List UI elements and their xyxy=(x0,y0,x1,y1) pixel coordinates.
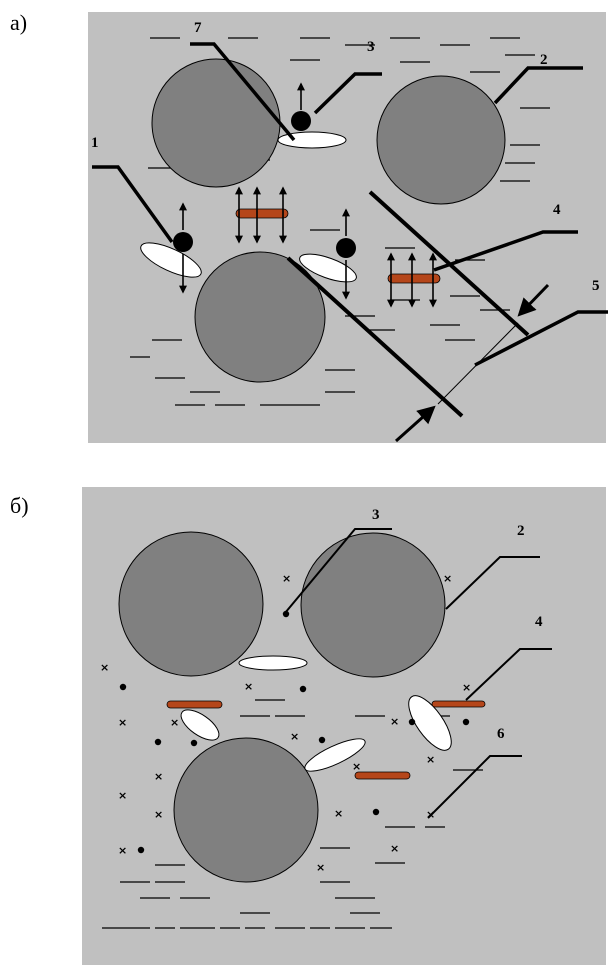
panel-a-callout-4: 4 xyxy=(553,202,561,218)
panel-b-callout-6: 6 xyxy=(497,726,505,742)
svg-text:×: × xyxy=(118,844,127,857)
panel-a-grain-bottom xyxy=(194,251,326,383)
panel-a-force-arrow xyxy=(517,283,550,317)
svg-text:×: × xyxy=(390,842,399,855)
panel-b-grain-top-right xyxy=(300,532,446,678)
svg-text:×: × xyxy=(443,572,452,585)
svg-text:×: × xyxy=(462,681,471,694)
svg-text:×: × xyxy=(290,730,299,743)
panel-a-air-bubble xyxy=(277,131,347,149)
panel-b-label: б) xyxy=(10,493,29,518)
panel-a-ion-arrows xyxy=(179,82,437,308)
panel-b: ×× ×× ×× ×× ×× ×× ×× ×× ×× × 3 2 4 6 xyxy=(82,487,606,965)
panel-b-cations xyxy=(119,610,470,854)
panel-b-air-bubble xyxy=(180,709,220,741)
svg-text:×: × xyxy=(154,770,163,783)
svg-text:×: × xyxy=(154,808,163,821)
panel-b-grain-bottom xyxy=(173,737,319,883)
svg-text:×: × xyxy=(426,753,435,766)
panel-b-air-bubble xyxy=(408,695,452,751)
svg-text:×: × xyxy=(244,680,253,693)
panel-a-callout-3: 3 xyxy=(367,39,375,55)
panel-a-air-bubble xyxy=(299,253,357,283)
svg-text:×: × xyxy=(118,716,127,729)
panel-a-callout-1: 1 xyxy=(91,135,99,151)
panel-b-anions: ×× ×× ×× ×× ×× ×× ×× ×× ×× × xyxy=(100,572,471,874)
panel-a-grain-top-left xyxy=(151,58,281,188)
panel-b-callout-2: 2 xyxy=(517,523,525,539)
panel-a-clay-particle xyxy=(235,208,289,219)
panel-b-water-dashes xyxy=(102,699,483,929)
panel-a-ion xyxy=(336,238,356,258)
panel-b-clay-particle xyxy=(431,700,486,708)
panel-b-callout-3: 3 xyxy=(372,507,380,523)
panel-a-callout-2: 2 xyxy=(540,52,548,68)
panel-a-callout-5: 5 xyxy=(592,278,600,294)
panel-a-air-bubble xyxy=(140,242,202,278)
svg-text:×: × xyxy=(390,715,399,728)
svg-text:×: × xyxy=(334,807,343,820)
svg-text:×: × xyxy=(118,789,127,802)
svg-text:×: × xyxy=(282,572,291,585)
panel-a-water-dashes xyxy=(130,37,550,406)
panel-a-ion xyxy=(173,232,193,252)
panel-a-force-arrow xyxy=(395,405,436,443)
svg-text:×: × xyxy=(316,861,325,874)
panel-b-grain-top-left xyxy=(118,531,264,677)
panel-a: 1 2 3 4 5 7 xyxy=(88,12,608,443)
panel-a-clay-particle xyxy=(387,273,441,284)
panel-a-leader-lines xyxy=(92,42,608,367)
panel-b-air-bubble xyxy=(304,738,366,772)
panel-b-clay-particle xyxy=(166,700,223,709)
panel-a-label: а) xyxy=(10,10,27,35)
svg-text:×: × xyxy=(170,716,179,729)
panel-a-grain-top-right xyxy=(376,75,506,205)
svg-text:×: × xyxy=(100,661,109,674)
panel-a-callout-7: 7 xyxy=(194,20,202,36)
svg-text:×: × xyxy=(352,760,361,773)
panel-a-ion xyxy=(291,111,311,131)
panel-b-air-bubble xyxy=(238,655,308,671)
panel-b-clay-particle xyxy=(354,771,411,780)
panel-b-leader-lines xyxy=(284,528,552,819)
panel-b-callout-4: 4 xyxy=(535,614,543,630)
